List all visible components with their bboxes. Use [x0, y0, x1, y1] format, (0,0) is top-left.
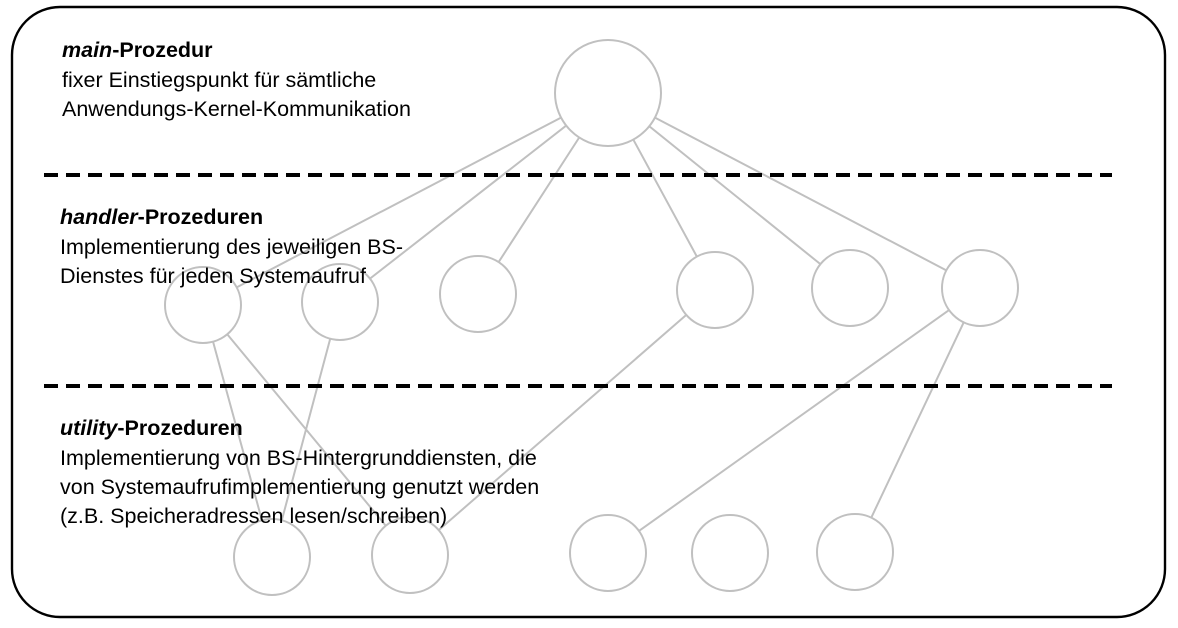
layer-title-suffix-main: -Prozedur — [112, 38, 213, 62]
edge-m1-h2 — [368, 124, 568, 280]
layer-label-utility: utility-Prozeduren Implementierung von B… — [60, 414, 539, 531]
node-h2[interactable] — [301, 263, 379, 341]
edge-m1-h4 — [632, 138, 698, 258]
edge-h6-u5 — [870, 321, 965, 519]
edge-h4-u2 — [437, 313, 688, 532]
edge-h1-u1 — [212, 340, 263, 522]
layer-title-utility: utility-Prozeduren — [60, 414, 539, 443]
layer-title-suffix-utility: -Prozeduren — [117, 416, 243, 440]
edge-m1-h5 — [648, 125, 822, 266]
node-h4[interactable] — [676, 251, 754, 329]
outer-frame — [10, 5, 1167, 619]
edge-group — [212, 116, 965, 532]
node-h5[interactable] — [811, 249, 889, 327]
edge-m1-h6 — [653, 116, 948, 272]
layer-title-suffix-handler: -Prozeduren — [137, 205, 264, 229]
node-u5[interactable] — [816, 513, 894, 591]
layer-description-utility: Implementierung von BS-Hintergrunddienst… — [60, 446, 540, 528]
node-u2[interactable] — [371, 516, 449, 594]
node-h3[interactable] — [439, 255, 517, 333]
layer-emphasis-main: main — [62, 38, 113, 62]
divider-group — [44, 173, 1112, 388]
edge-m1-h3 — [497, 136, 581, 264]
node-h1[interactable] — [164, 266, 242, 344]
node-h6[interactable] — [941, 249, 1019, 327]
layer-title-main: main-Prozedur — [62, 36, 411, 65]
layer-label-handler: handler-Prozeduren Implementierung des j… — [60, 203, 403, 291]
node-u3[interactable] — [569, 514, 647, 592]
node-m1[interactable] — [554, 39, 662, 147]
outer-frame-group — [10, 5, 1167, 619]
layer-description-main: fixer Einstiegspunkt für sämtliche Anwen… — [62, 68, 411, 121]
layer-label-main: main-Prozedur fixer Einstiegspunkt für s… — [62, 36, 411, 124]
edge-h2-u1 — [280, 337, 332, 522]
node-u4[interactable] — [691, 514, 769, 592]
node-group — [164, 39, 1019, 596]
layer-emphasis-utility: utility — [60, 416, 118, 440]
layer-description-handler: Implementierung des jeweiligen BS- Diens… — [60, 235, 403, 288]
edge-m1-h1 — [235, 116, 563, 289]
layer-title-handler: handler-Prozeduren — [60, 203, 403, 232]
edge-h6-u3 — [637, 309, 951, 532]
layer-emphasis-handler: handler — [60, 205, 138, 229]
node-u1[interactable] — [233, 518, 311, 596]
